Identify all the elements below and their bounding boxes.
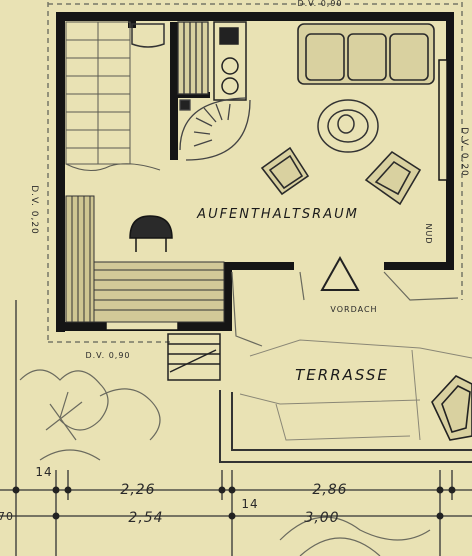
spiral-stair bbox=[179, 97, 251, 161]
entry-steps bbox=[167, 333, 221, 381]
nud-label: NUD bbox=[424, 224, 433, 245]
interior-walls bbox=[128, 18, 210, 160]
dim-2-86: 2,86 bbox=[312, 482, 347, 498]
dim-2-54: 2,54 bbox=[128, 510, 163, 526]
dim-2-26: 2,26 bbox=[120, 482, 155, 498]
chair-icon bbox=[129, 215, 173, 252]
dim-14-left: 14 bbox=[35, 465, 52, 479]
stove-icon bbox=[213, 21, 247, 101]
porch-marker-icon bbox=[320, 255, 360, 291]
dv-left-label: D.V. 0,20 bbox=[29, 185, 39, 235]
porch-outline bbox=[231, 271, 459, 347]
dim-edge-left: 70 bbox=[0, 510, 14, 523]
basin-icon bbox=[131, 23, 165, 48]
dimension-ticks bbox=[12, 486, 456, 520]
shelf-unit bbox=[65, 195, 95, 323]
terrace-paving bbox=[239, 339, 472, 441]
window-right bbox=[438, 59, 448, 181]
terrace-chair-icon bbox=[431, 375, 472, 441]
armchair-right-icon bbox=[364, 150, 422, 206]
armchair-left-icon bbox=[260, 146, 310, 196]
wet-room bbox=[65, 21, 161, 171]
round-table-icon bbox=[317, 99, 379, 153]
terrace-outline bbox=[219, 390, 472, 463]
sofa-icon bbox=[297, 23, 435, 85]
dim-14-mid: 14 bbox=[241, 497, 258, 511]
terrace-label: TERRASSE bbox=[295, 366, 389, 384]
porch-label: VORDACH bbox=[330, 305, 377, 314]
room-label: AUFENTHALTSRAUM bbox=[196, 207, 359, 222]
shrubs-sketch bbox=[19, 369, 431, 556]
dv-right-label: D.V. 0,20 bbox=[459, 127, 469, 177]
dv-top-label: D.V. 0,90 bbox=[297, 0, 342, 8]
dim-3-00: 3,00 bbox=[304, 510, 339, 526]
dv-bottom-label: D.V. 0,90 bbox=[85, 351, 130, 360]
closet-shelving bbox=[177, 21, 209, 95]
roof-overhang-outline bbox=[47, 2, 463, 343]
